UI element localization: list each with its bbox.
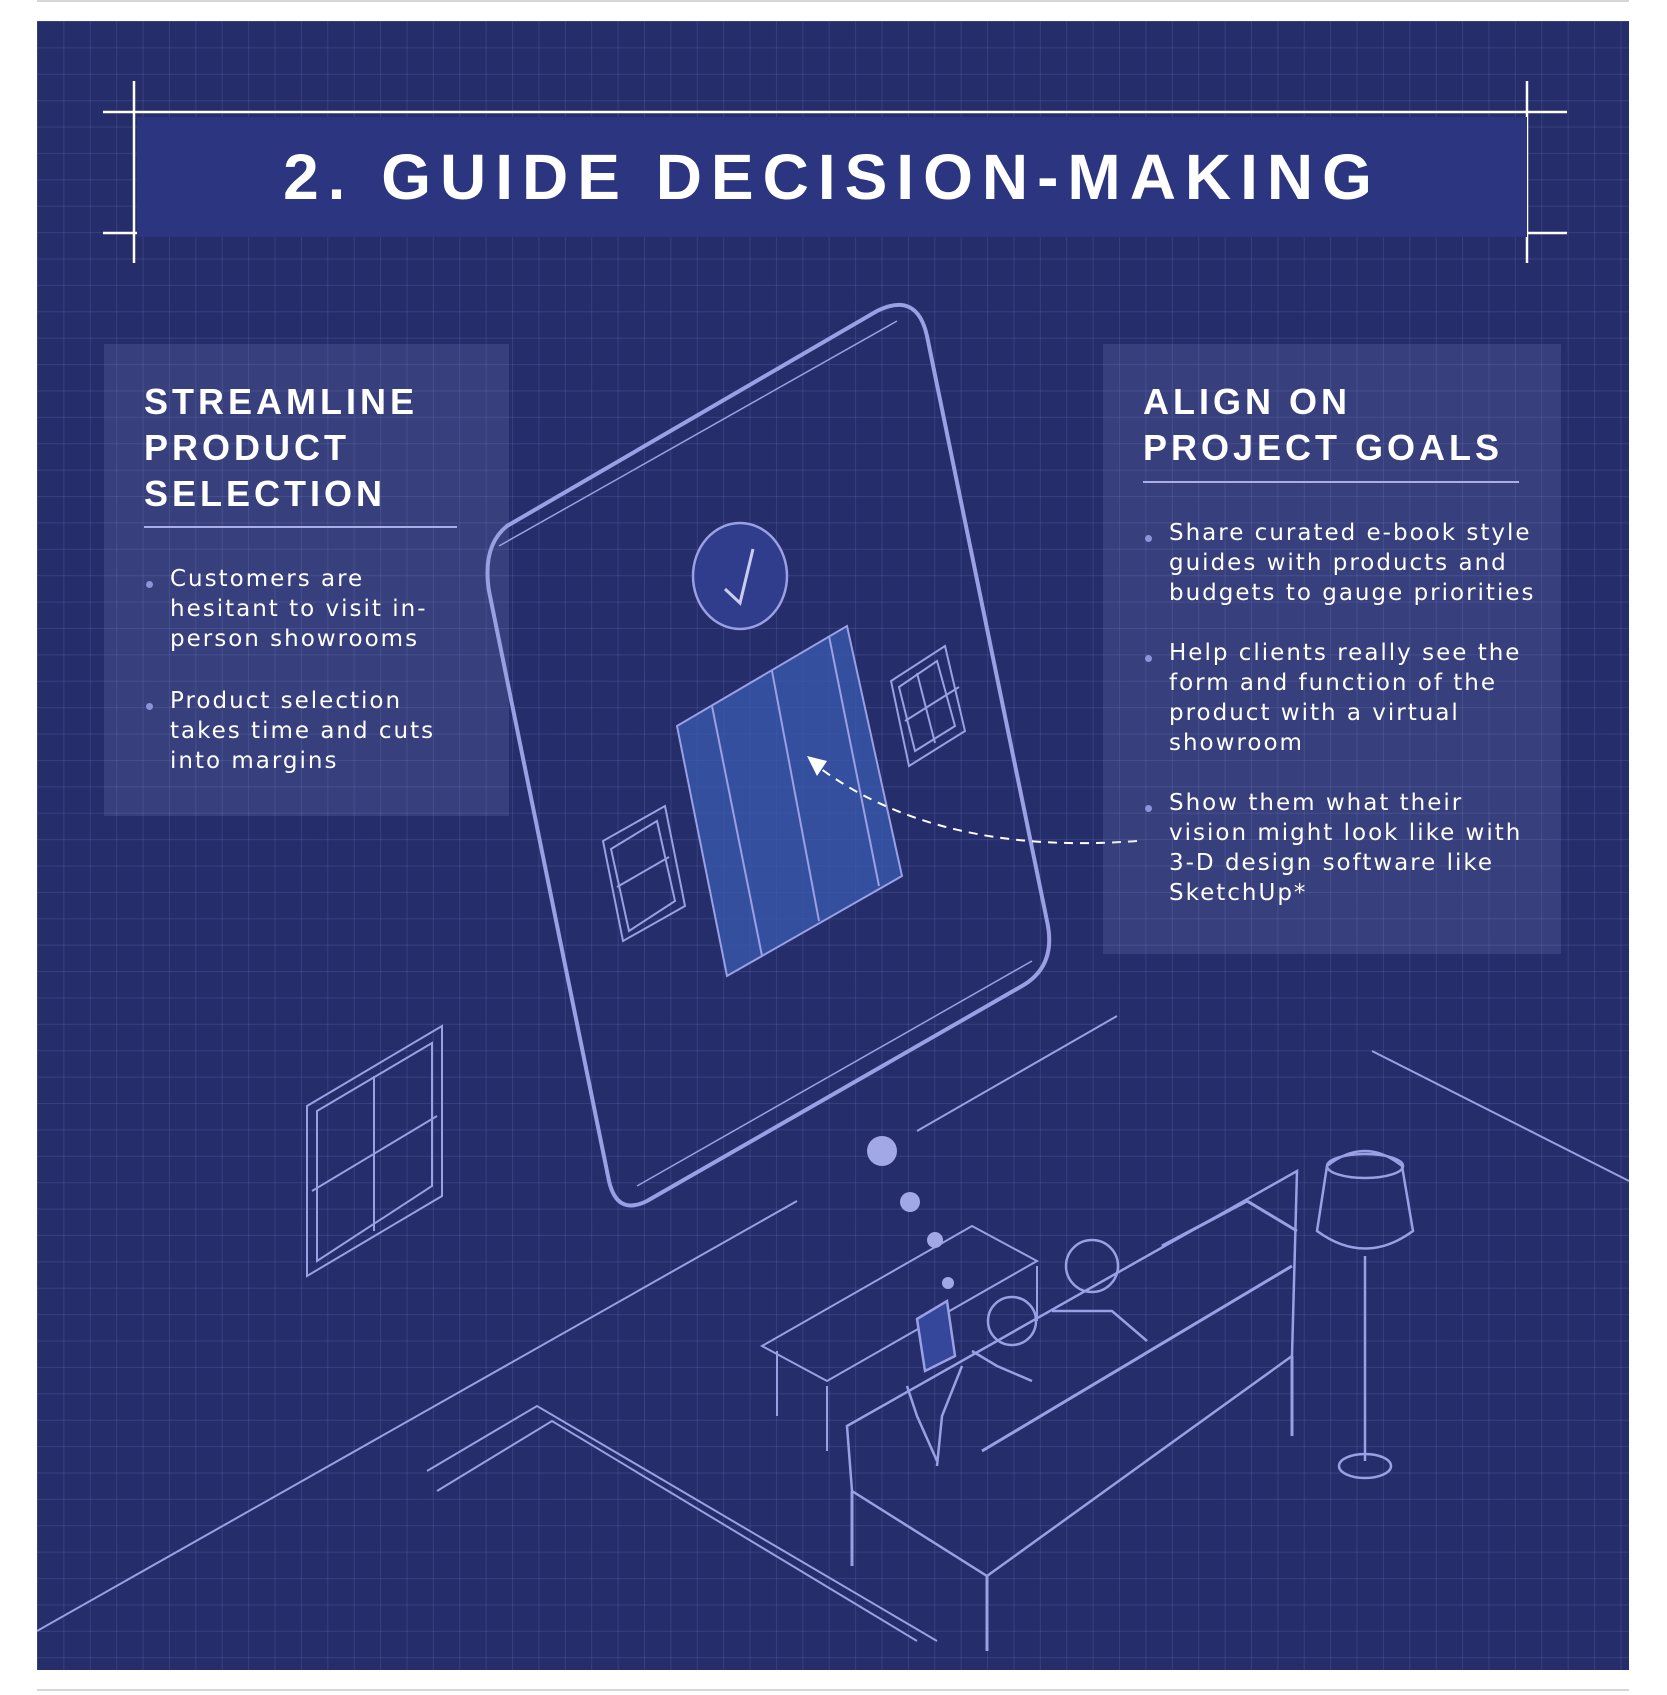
right-bullet-2: Help clients really see the form and fun… <box>1169 640 1522 756</box>
floor-line <box>916 1015 1118 1132</box>
dashed-arrow-line <box>816 765 1138 845</box>
left-card-heading-line-1: STREAMLINE <box>144 381 418 422</box>
bullet-dot-icon <box>1145 655 1152 662</box>
thought-bubble-medium <box>900 1192 920 1212</box>
left-card-heading-line-3: SELECTION <box>144 473 387 514</box>
coffee-table-illustration <box>759 1224 1040 1451</box>
right-card-heading-line-2: PROJECT GOALS <box>1143 427 1504 468</box>
bottom-divider <box>37 1689 1629 1691</box>
thought-bubble-tiny <box>942 1277 954 1289</box>
floor-lamp-illustration <box>1315 1149 1415 1480</box>
thought-bubble-small <box>927 1232 943 1248</box>
small-window-right-illustration <box>889 644 967 768</box>
blueprint-illustration <box>37 81 1629 1651</box>
top-divider <box>37 0 1629 2</box>
bullet-dot-icon <box>1145 535 1152 542</box>
thought-bubble-large <box>867 1136 897 1166</box>
rug-outline <box>436 1419 918 1642</box>
left-card-heading-line-2: PRODUCT <box>144 427 350 468</box>
tablet-illustration <box>485 302 1052 1208</box>
page-title: 2. GUIDE DECISION-MAKING <box>283 141 1381 213</box>
wall-window-illustration <box>306 1024 443 1278</box>
left-bullet-2: Product selection takes time and cuts in… <box>170 688 436 774</box>
left-card-divider <box>144 526 457 528</box>
bullet-dot-icon <box>146 703 153 710</box>
title-banner: 2. GUIDE DECISION-MAKING <box>137 117 1527 237</box>
right-card-heading-line-1: ALIGN ON <box>1143 381 1351 422</box>
streamline-card <box>104 344 509 816</box>
people-illustration <box>905 1238 1148 1467</box>
check-mark-icon <box>723 548 755 606</box>
bullet-dot-icon <box>146 581 153 588</box>
right-card-divider <box>1143 481 1519 483</box>
bullet-dot-icon <box>1145 805 1152 812</box>
rug-outline <box>426 1404 938 1642</box>
sofa-illustration <box>845 1168 1299 1651</box>
floor-line <box>37 1200 798 1632</box>
small-window-left-illustration <box>601 804 687 943</box>
align-goals-card <box>1103 344 1561 954</box>
product-preview-illustration <box>675 624 904 978</box>
arrow-head-icon <box>807 756 827 776</box>
check-badge-icon <box>691 521 789 631</box>
left-bullet-1: Customers are hesitant to visit in- pers… <box>170 566 428 652</box>
wall-line <box>1371 1050 1629 1182</box>
blueprint-panel: 2. GUIDE DECISION-MAKING STREAMLINE PROD… <box>37 21 1629 1670</box>
hand-tablet-icon <box>915 1298 957 1373</box>
right-bullet-3: Show them what their vision might look l… <box>1169 790 1523 906</box>
right-bullet-1: Share curated e-book style guides with p… <box>1169 520 1536 606</box>
